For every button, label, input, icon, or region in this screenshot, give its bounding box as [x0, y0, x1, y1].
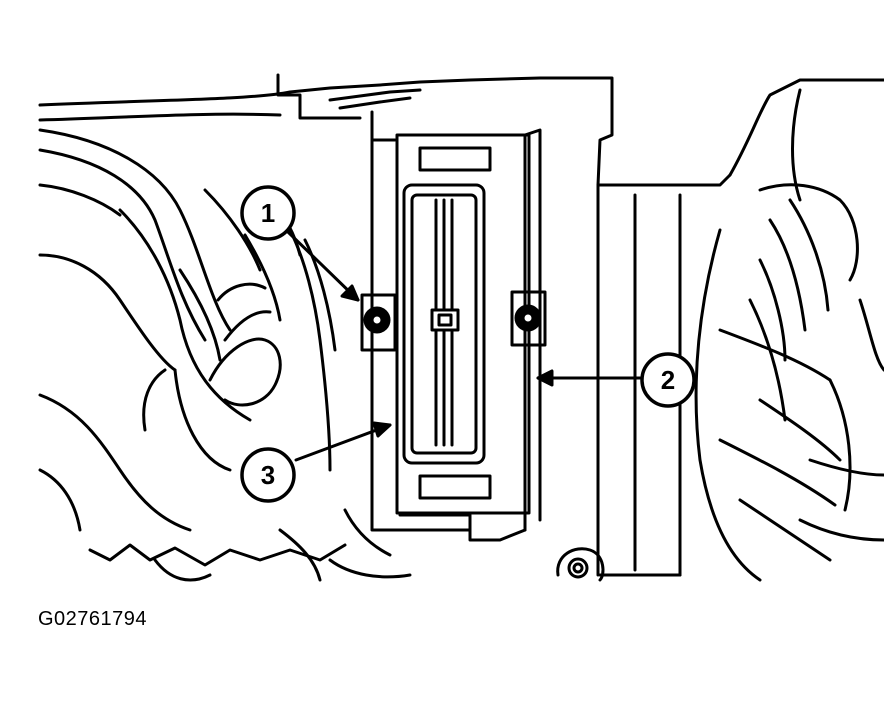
callout-2	[640, 352, 696, 408]
air-register	[402, 183, 486, 465]
callout-3	[240, 447, 296, 503]
figure-code: G02761794	[38, 608, 148, 630]
dashboard-upper-edge	[38, 73, 884, 187]
callout-1-label: 1	[261, 198, 275, 228]
right-panel-lines	[596, 88, 884, 582]
bottom-fastener	[556, 547, 605, 582]
leader-line-2	[536, 369, 642, 387]
leader-line-1	[286, 230, 360, 302]
callout-3-label: 3	[261, 460, 275, 490]
callout-2-label: 2	[661, 365, 675, 395]
lower-left-contour	[88, 508, 412, 582]
leader-line-3	[294, 421, 392, 462]
left-screw-tab	[360, 293, 397, 352]
right-screw-tab	[510, 290, 547, 347]
callout-1	[240, 185, 296, 241]
